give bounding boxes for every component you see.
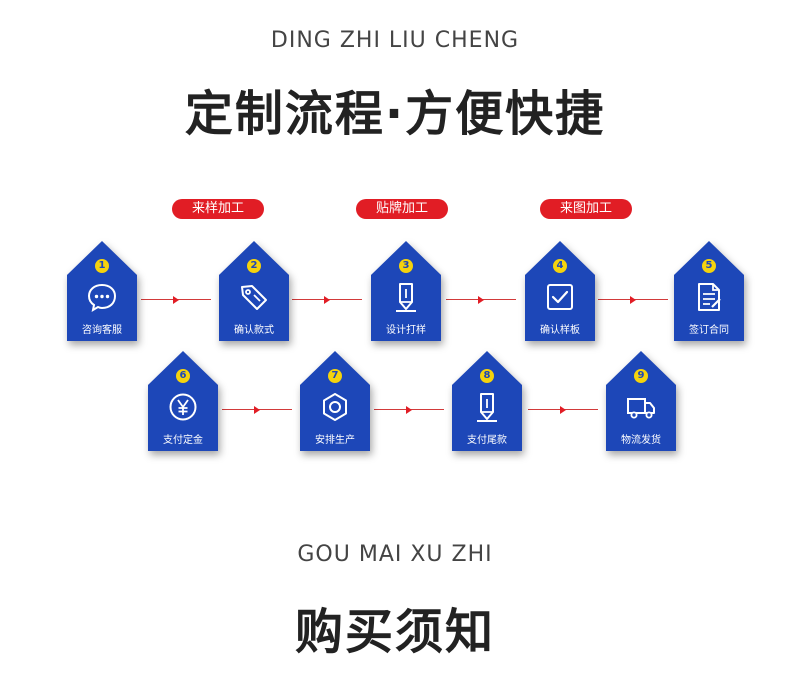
arrow-right-icon xyxy=(324,296,330,304)
section-pinyin-heading-2: GOU MAI XU ZHI xyxy=(297,542,493,567)
step-label: 确认款式 xyxy=(234,325,274,336)
step-number-badge: 2 xyxy=(247,259,261,273)
step-number-badge: 8 xyxy=(480,369,494,383)
step-card-5: 5 签订合同 xyxy=(674,241,744,341)
tag-drawing-processing: 来图加工 xyxy=(540,199,632,219)
tag-sample-processing: 来样加工 xyxy=(172,199,264,219)
pencil-icon xyxy=(396,283,416,312)
step-card-3: 3 设计打样 xyxy=(371,241,441,341)
step-label: 设计打样 xyxy=(386,325,426,336)
arrow-right-icon xyxy=(406,406,412,414)
step-card-9: 9 物流发货 xyxy=(606,351,676,451)
tag-icon xyxy=(241,285,267,310)
step-card-1: 1 咨询客服 xyxy=(67,241,137,341)
step-number-badge: 4 xyxy=(553,259,567,273)
yen-coin-icon xyxy=(169,393,197,421)
step-label: 支付尾款 xyxy=(467,435,507,446)
step-number-badge: 5 xyxy=(702,259,716,273)
arrow-right-icon xyxy=(254,406,260,414)
arrow-right-icon xyxy=(630,296,636,304)
step-card-4: 4 确认样板 xyxy=(525,241,595,341)
section-title: 定制流程·方便快捷 xyxy=(184,86,606,142)
arrow-right-icon xyxy=(478,296,484,304)
tag-oem-processing: 贴牌加工 xyxy=(356,199,448,219)
flow-connector xyxy=(292,296,362,304)
step-label: 签订合同 xyxy=(689,325,729,336)
step-number-badge: 1 xyxy=(95,259,109,273)
section-title-2: 购买须知 xyxy=(294,604,495,660)
flow-connector xyxy=(446,296,516,304)
step-card-6: 6 支付定金 xyxy=(148,351,218,451)
step-card-2: 2 确认款式 xyxy=(219,241,289,341)
step-label: 支付定金 xyxy=(163,435,203,446)
step-label: 物流发货 xyxy=(621,435,661,446)
truck-icon xyxy=(627,398,655,419)
flow-connector xyxy=(374,406,444,414)
step-card-8: 8 支付尾款 xyxy=(452,351,522,451)
flow-connector xyxy=(141,296,211,304)
hex-nut-icon xyxy=(323,393,347,421)
contract-icon xyxy=(698,283,721,311)
chat-icon xyxy=(87,283,117,313)
step-number-badge: 7 xyxy=(328,369,342,383)
step-number-badge: 9 xyxy=(634,369,648,383)
arrow-right-icon xyxy=(173,296,179,304)
flow-connector xyxy=(598,296,668,304)
arrow-right-icon xyxy=(560,406,566,414)
step-label: 安排生产 xyxy=(315,435,355,446)
pencil-icon xyxy=(477,393,497,422)
checkbox-icon xyxy=(547,284,573,310)
step-number-badge: 6 xyxy=(176,369,190,383)
step-label: 咨询客服 xyxy=(82,325,122,336)
flow-connector xyxy=(528,406,598,414)
step-number-badge: 3 xyxy=(399,259,413,273)
step-card-7: 7 安排生产 xyxy=(300,351,370,451)
flow-connector xyxy=(222,406,292,414)
step-label: 确认样板 xyxy=(540,325,580,336)
section-pinyin-heading: DING ZHI LIU CHENG xyxy=(270,28,520,53)
